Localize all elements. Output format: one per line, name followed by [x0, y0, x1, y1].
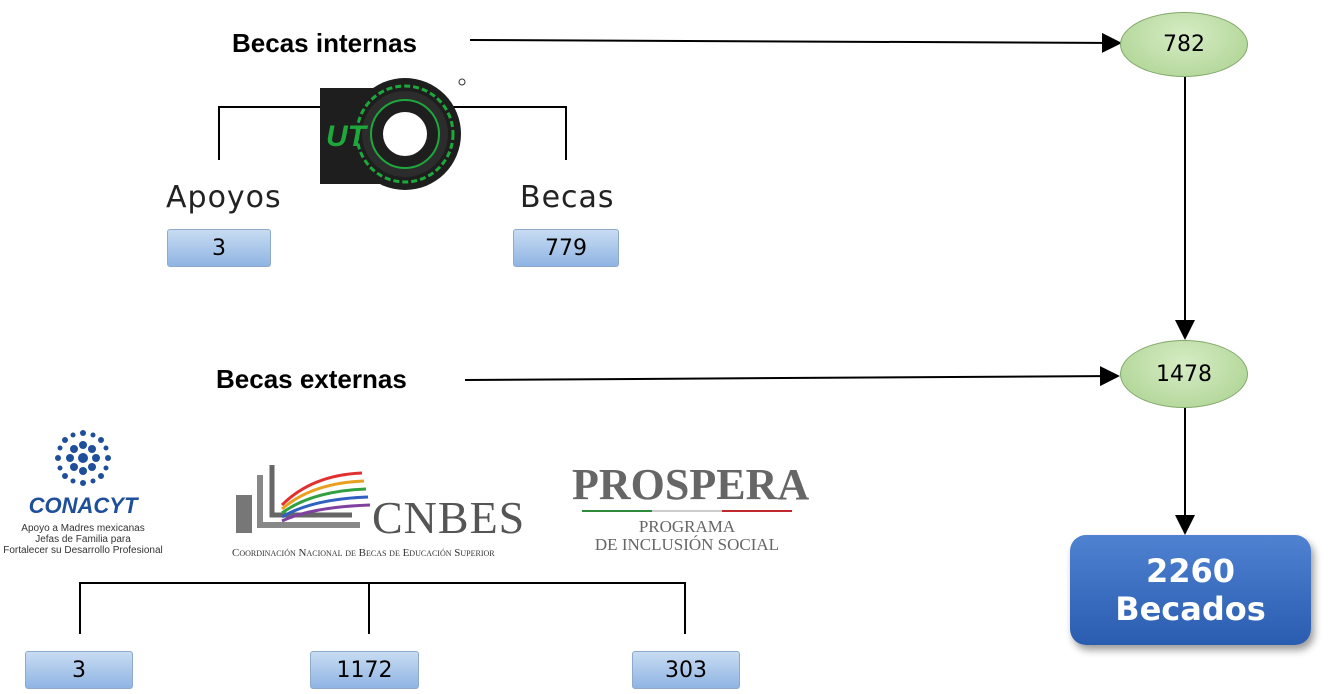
ut-logo-initials: UT	[326, 120, 369, 153]
prospera-name: PROSPERA	[572, 460, 810, 509]
conacyt-name: CONACYT	[28, 493, 138, 518]
conacyt-logo: CONACYT Apoyo a Madres mexicanas Jefas d…	[0, 428, 166, 570]
heading-becas-internas: Becas internas	[232, 28, 417, 58]
value-cnbes: 1172	[310, 651, 419, 689]
prospera-caption-line1: PROGRAMA	[638, 517, 736, 536]
label-becas: Becas	[520, 180, 615, 215]
total-becados-label: Becados	[1115, 590, 1266, 628]
conacyt-caption: Apoyo a Madres mexicanas Jefas de Famili…	[3, 523, 163, 556]
heading-becas-externas: Becas externas	[216, 364, 407, 394]
total-becados-box: 2260 Becados	[1070, 535, 1311, 645]
ut-logo: UT	[320, 76, 470, 196]
prospera-logo: PROSPERA PROGRAMA DE INCLUSIÓN SOCIAL	[572, 460, 810, 562]
prospera-tricolor	[572, 510, 802, 512]
value-conacyt: 3	[25, 651, 133, 689]
conacyt-dots-icon	[55, 430, 111, 486]
cnbes-logo: CNBES Coordinación Nacional de Becas de …	[232, 455, 524, 567]
value-becas: 779	[513, 229, 619, 267]
label-apoyos: Apoyos	[166, 180, 282, 215]
running-total-ellipse: 1478	[1120, 340, 1248, 408]
value-apoyos: 3	[167, 229, 271, 267]
cnbes-name: CNBES	[372, 492, 526, 543]
prospera-caption-line2: DE INCLUSIÓN SOCIAL	[594, 535, 780, 554]
arrow-internas	[469, 32, 1122, 53]
cnbes-caption: Coordinación Nacional de Becas de Educac…	[232, 547, 495, 559]
total-internas-ellipse: 782	[1120, 12, 1248, 77]
arrow-externas	[464, 366, 1120, 387]
bracket-externas	[79, 582, 686, 634]
total-becados-number: 2260	[1145, 552, 1236, 590]
cnbes-book-icon	[236, 465, 371, 533]
value-prospera: 303	[632, 651, 740, 689]
